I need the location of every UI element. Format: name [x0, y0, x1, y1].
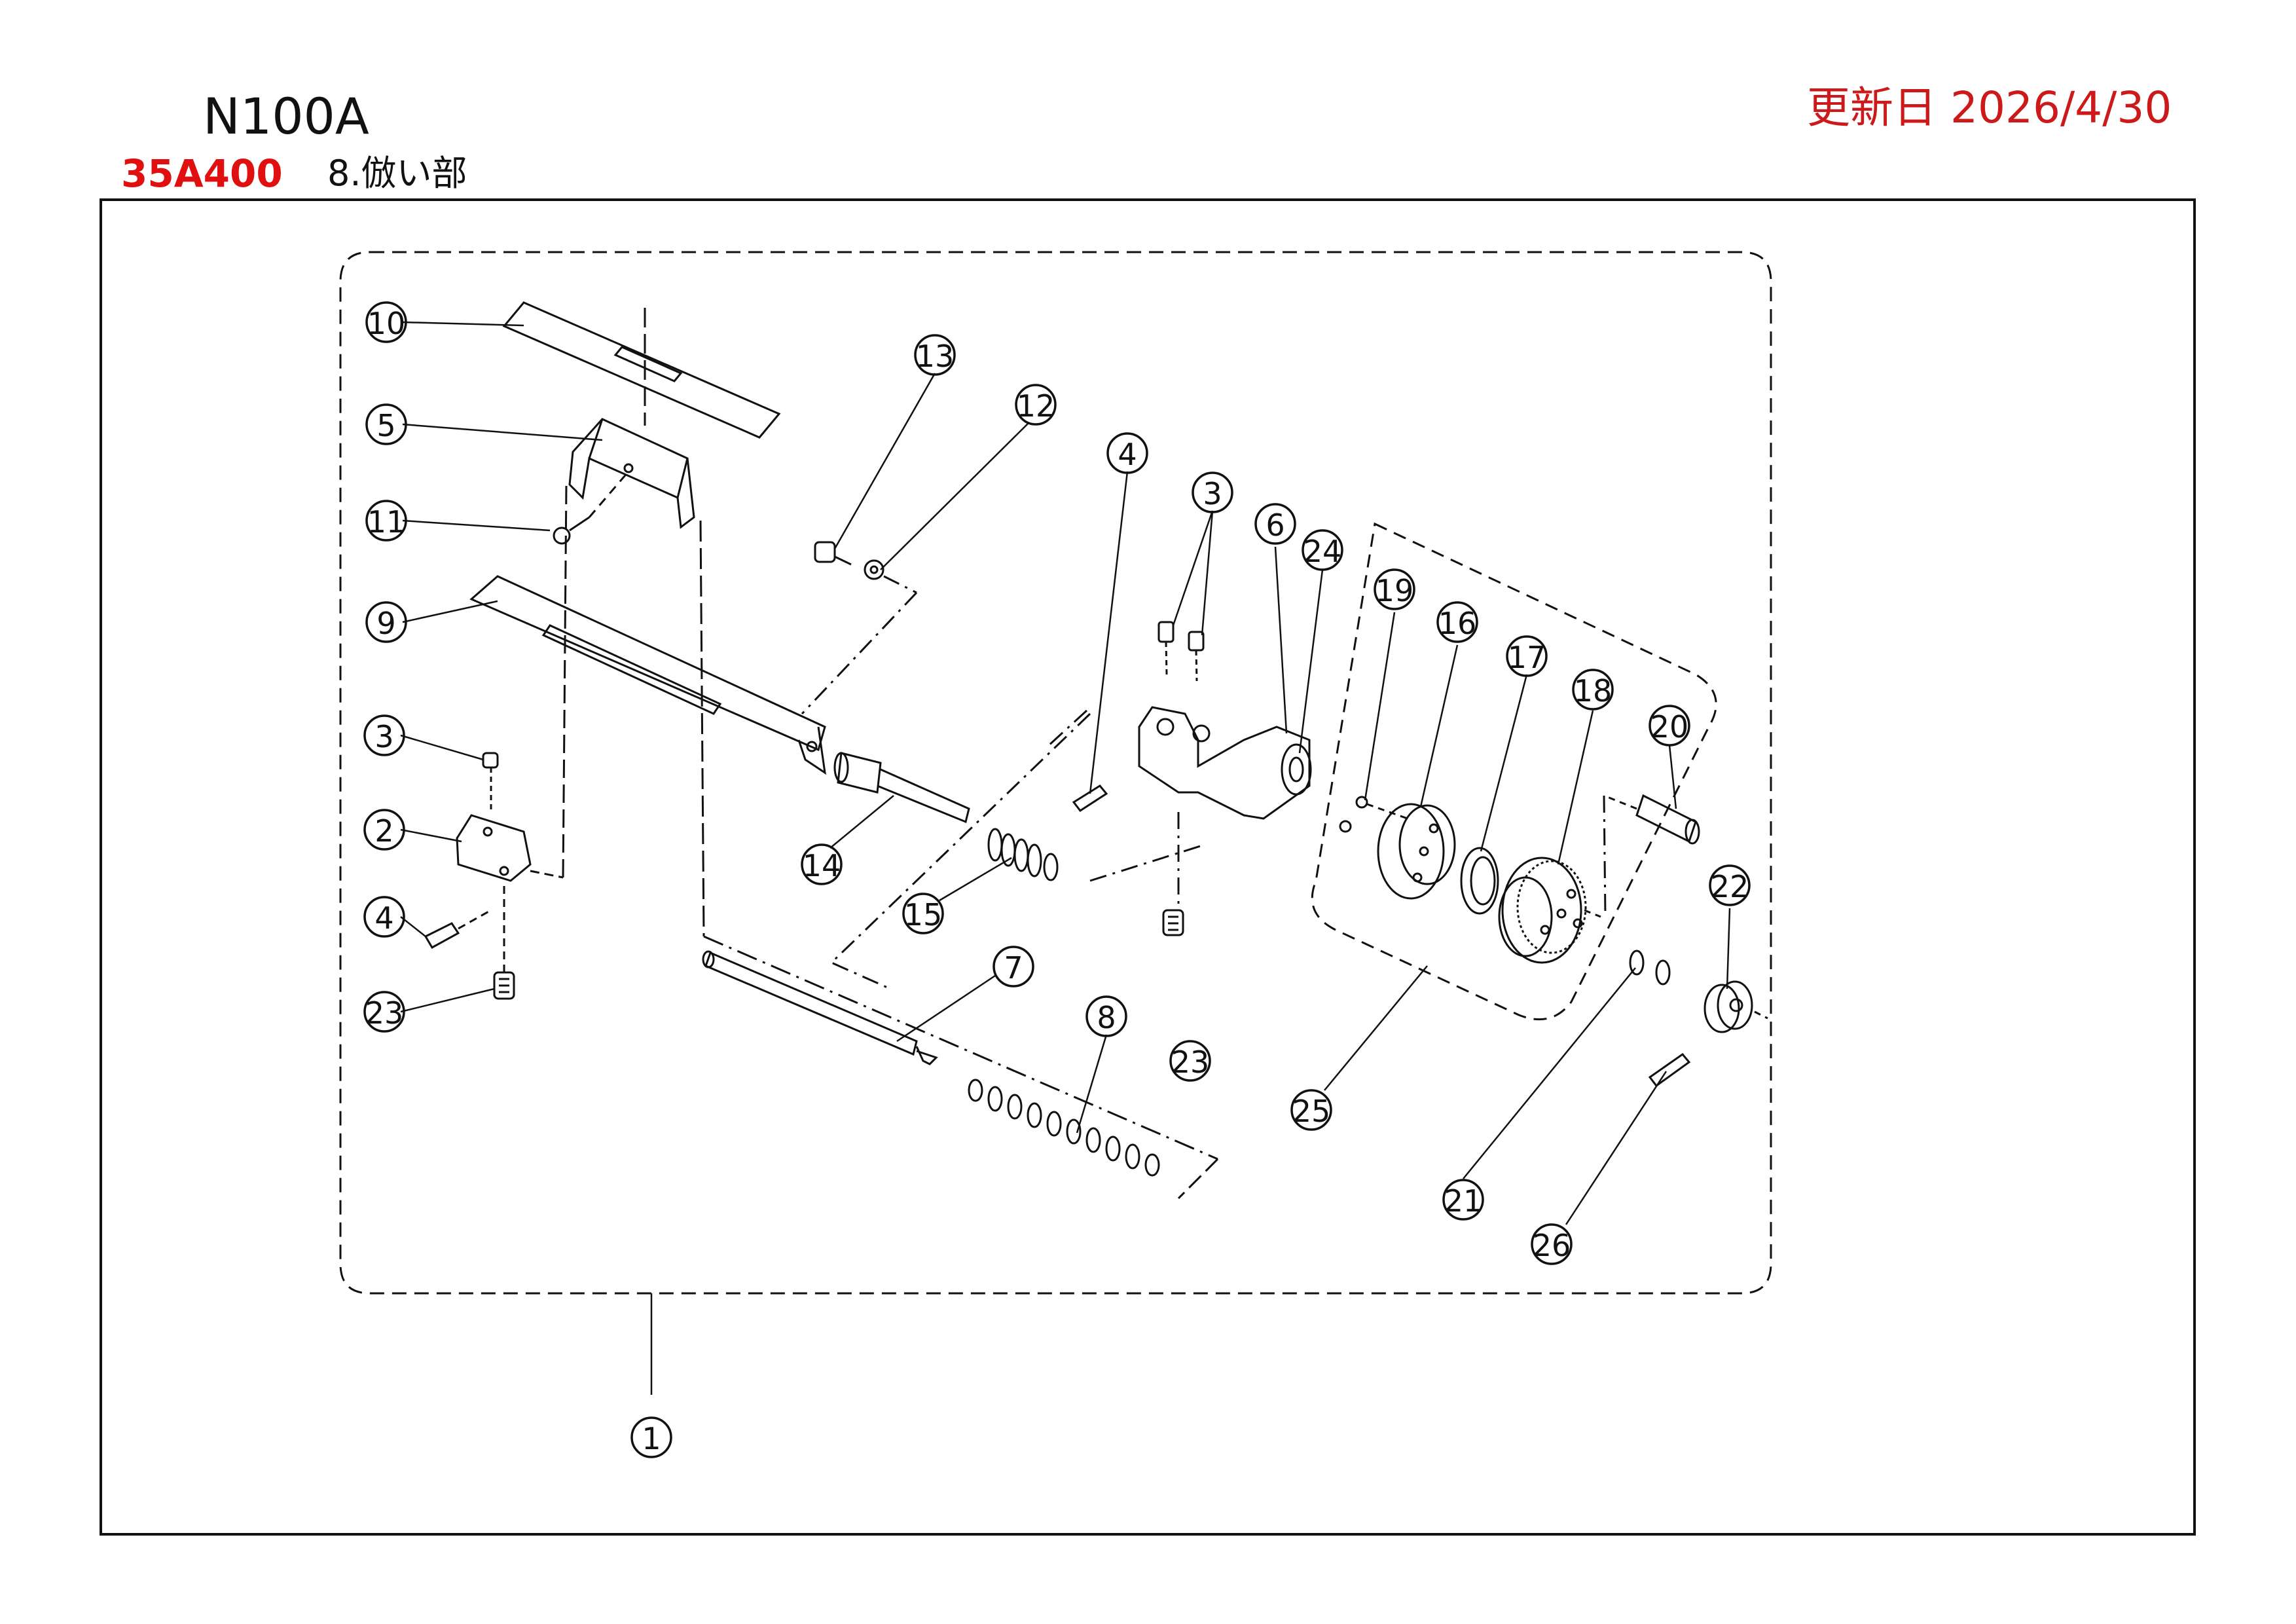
callout-c15: 15: [904, 897, 943, 932]
callout-circles: [363, 301, 1751, 1458]
callout-c23b: 23: [1171, 1044, 1210, 1080]
part-17-ring: [1460, 847, 1499, 915]
subassembly-boundary: [1311, 522, 1717, 1021]
part-3-screw-left: [482, 752, 499, 812]
callout-c19: 19: [1376, 573, 1414, 608]
callout-c4a: 4: [374, 900, 393, 936]
callout-c1: 1: [642, 1421, 661, 1456]
callout-c17: 17: [1508, 640, 1546, 675]
part-20-adjusting-screw: [1603, 794, 1700, 917]
part-23-setscrew-left: [493, 881, 515, 1000]
callout-c10: 10: [367, 306, 406, 341]
callout-c8: 8: [1097, 1000, 1116, 1035]
callout-c16: 16: [1438, 606, 1477, 641]
part-7-shaft: [702, 935, 1218, 1160]
part-26-pin: [1648, 1052, 1691, 1088]
part-code: 35A400: [121, 151, 283, 196]
callout-c24: 24: [1303, 534, 1342, 569]
callout-c20: 20: [1650, 709, 1689, 745]
part-21-washers: [1629, 950, 1671, 986]
callout-c14: 14: [803, 848, 841, 883]
callout-c7: 7: [1004, 950, 1023, 986]
leader-lines: [400, 321, 1731, 1395]
part-9-bracket: [469, 520, 826, 937]
part-15-spring: [987, 828, 1059, 881]
callout-c22: 22: [1711, 869, 1749, 904]
callout-c11: 11: [367, 504, 406, 540]
part-8-spring: [968, 1079, 1219, 1200]
diagram-frame: [100, 198, 2196, 1536]
part-19-screws: [1339, 796, 1408, 833]
part-2-block: [456, 484, 568, 882]
callout-c18: 18: [1574, 673, 1613, 709]
part-11-screw: [553, 471, 630, 545]
part-14-shaft: [833, 752, 970, 824]
part-22-collar: [1704, 980, 1768, 1033]
assembly-boundary: [339, 251, 1772, 1295]
part-6-housing: [1046, 706, 1312, 910]
callout-c13: 13: [916, 339, 955, 374]
callout-c4b: 4: [1118, 437, 1137, 472]
callout-c12: 12: [1017, 388, 1055, 424]
part-16-knob-base: [1377, 803, 1456, 900]
callout-c23a: 23: [365, 995, 404, 1031]
callout-c2: 2: [374, 813, 393, 849]
callout-c25: 25: [1292, 1094, 1331, 1129]
part-23-setscrew-right: [1162, 909, 1184, 936]
callout-c3b: 3: [1203, 476, 1222, 511]
part-10-plate: [502, 301, 781, 439]
callout-c3a: 3: [374, 719, 393, 754]
part-18-knurled-knob: [1498, 857, 1601, 964]
callout-c9: 9: [376, 606, 395, 641]
model-name: N100A: [203, 87, 369, 145]
callout-c5: 5: [376, 408, 395, 443]
part-13-12-bolt-washer: [801, 541, 918, 715]
part-3-screws-right: [1157, 621, 1205, 682]
callout-c26: 26: [1533, 1228, 1571, 1263]
callout-c21: 21: [1444, 1183, 1483, 1219]
part-4-pin-left: [424, 909, 492, 950]
part-5-block: [568, 418, 695, 529]
update-date: 更新日 2026/4/30: [1807, 83, 2172, 133]
callout-c6: 6: [1266, 507, 1285, 543]
section-title: 8.倣い部: [327, 153, 467, 194]
